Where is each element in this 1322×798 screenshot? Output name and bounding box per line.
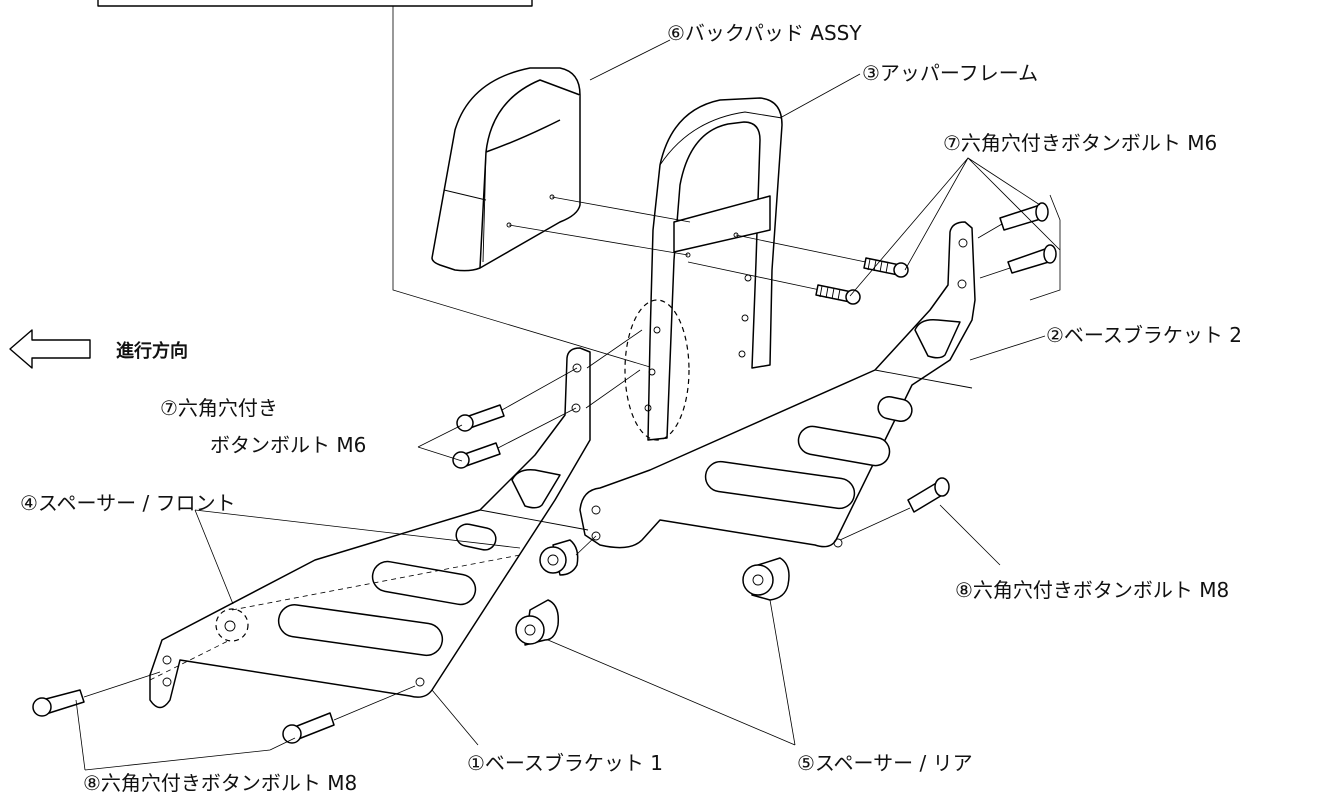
alignment-lines [508,196,881,291]
label-bolt-m6-left-1: ⑦六角穴付き [160,396,278,420]
label-spacer-rear: ⑤スペーサー / リア [797,751,973,775]
label-bolt-m8-left: ⑧六角穴付きボタンボルト M8 [83,771,357,795]
label-upper-frame: ③アッパーフレーム [862,61,1038,85]
upper-frame [644,97,783,441]
spacers-rear [515,535,790,646]
bolts-m6-left [452,329,643,469]
label-spacer-front: ④スペーサー / フロント [20,491,236,515]
label-bolt-m8-right: ⑧六角穴付きボタンボルト M8 [955,578,1229,602]
direction-arrow-icon [9,329,91,369]
label-direction: 進行方向 [116,340,188,362]
label-bolt-m6-left-2: ボタンボルト M6 [210,433,366,457]
label-back-pad: ⑥バックパッド ASSY [667,21,862,45]
back-pad [431,67,581,272]
spacer-front [149,554,521,681]
base-bracket-1 [149,347,591,709]
label-base-bracket-2: ②ベースブラケット 2 [1046,323,1242,347]
bolts-m6-upper [815,257,909,305]
label-base-bracket-1: ①ベースブラケット 1 [467,751,663,775]
bolts-m6-right [977,194,1061,301]
leader-lines [75,39,1061,771]
reference-box [97,0,661,371]
frame-mount-highlight [624,299,690,441]
base-bracket-2 [579,221,976,549]
label-bolt-m6-right: ⑦六角穴付きボタンボルト M6 [943,131,1217,155]
bolts-m8 [32,477,950,744]
